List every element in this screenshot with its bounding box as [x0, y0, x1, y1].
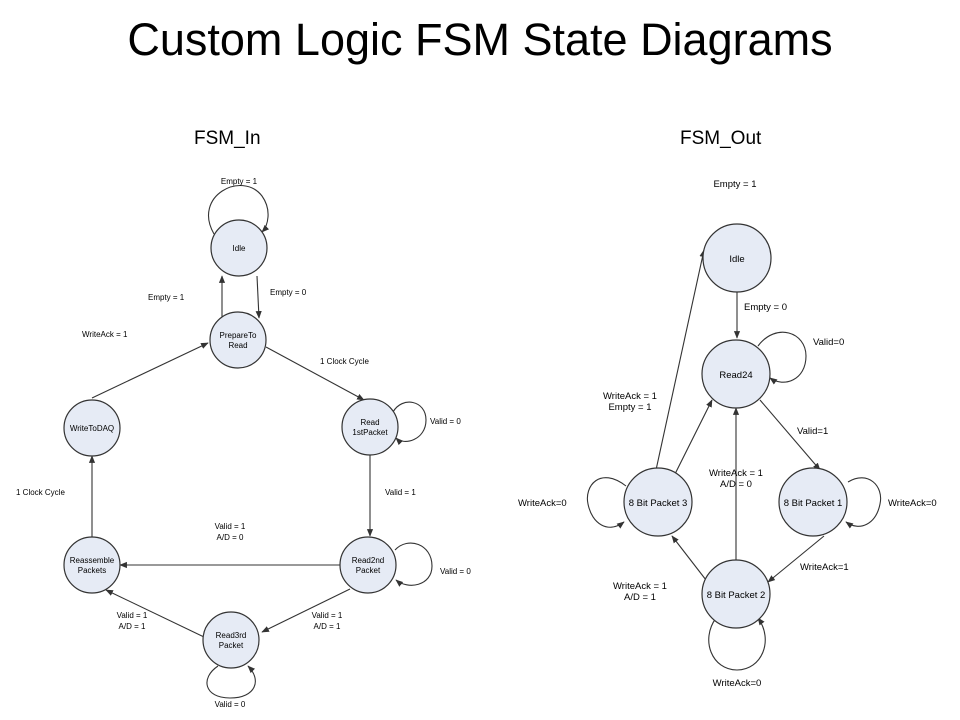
- page-title: Custom Logic FSM State Diagrams: [127, 14, 833, 65]
- edge-out-p3-self: [586, 477, 627, 529]
- state-read-3rd-packet: Read3rd Packet: [202, 611, 260, 669]
- state-read1-label-2: 1stPacket: [352, 428, 388, 437]
- label-out-p2-to-read24-1: WriteAck = 1: [709, 468, 763, 479]
- label-out-p3-self: WriteAck=0: [518, 498, 567, 509]
- label-read2-to-read3-1: Valid = 1: [312, 611, 343, 620]
- state-read-1st-packet: Read 1stPacket: [341, 398, 399, 456]
- state-read1-label-1: Read: [360, 418, 379, 427]
- label-prepare-to-idle: Empty = 1: [148, 293, 185, 302]
- state-out-p1-label: 8 Bit Packet 1: [784, 498, 843, 509]
- label-read2-to-reassemble-1: Valid = 1: [215, 522, 246, 531]
- state-out-read24: Read24: [701, 339, 771, 409]
- state-reassemble-packets: Reassemble Packets: [63, 536, 121, 594]
- state-idle-label: Idle: [233, 244, 246, 253]
- label-out-idle-self: Empty = 1: [713, 179, 756, 190]
- label-clock-cycle-1: 1 Clock Cycle: [320, 357, 369, 366]
- state-out-idle-label: Idle: [729, 254, 744, 265]
- label-clock-cycle-2: 1 Clock Cycle: [16, 488, 65, 497]
- state-reassemble-label-1: Reassemble: [70, 556, 115, 565]
- label-idle-self: Empty = 1: [221, 177, 258, 186]
- edge-read2-to-read3: [261, 588, 351, 633]
- edge-out-p3-to-idle: [655, 249, 706, 471]
- edge-idle-self: [207, 185, 270, 235]
- state-read-2nd-packet: Read2nd Packet: [339, 536, 397, 594]
- label-idle-to-prepare: Empty = 0: [270, 288, 307, 297]
- edge-out-read24-self: [757, 331, 807, 385]
- state-out-p2-label: 8 Bit Packet 2: [707, 590, 766, 601]
- state-out-read24-label: Read24: [719, 370, 752, 381]
- label-writeack: WriteAck = 1: [82, 330, 128, 339]
- state-out-8bit-packet-1: 8 Bit Packet 1: [778, 467, 848, 537]
- state-writetodaq-label: WriteToDAQ: [70, 424, 114, 433]
- label-read2-to-reassemble-2: A/D = 0: [217, 533, 244, 542]
- state-idle: Idle: [210, 219, 268, 277]
- edge-read2-self: [394, 542, 433, 587]
- fsm-in-diagram: Idle PrepareTo Read WriteToDAQ Read 1stP…: [16, 177, 471, 709]
- label-read2-to-read3-2: A/D = 1: [314, 622, 341, 631]
- edge-read3-self: [206, 665, 256, 699]
- state-prepare-label-1: PrepareTo: [220, 331, 257, 340]
- label-out-p2-to-p3-2: A/D = 1: [624, 592, 656, 603]
- label-out-p3-to-idle-1: WriteAck = 1: [603, 391, 657, 402]
- state-reassemble-label-2: Packets: [78, 566, 106, 575]
- label-read1-to-read2: Valid = 1: [385, 488, 416, 497]
- edge-out-p2-to-p3: [671, 535, 707, 581]
- label-out-read24-self: Valid=0: [813, 337, 844, 348]
- state-out-p3-label: 8 Bit Packet 3: [629, 498, 688, 509]
- state-prepare-label-2: Read: [228, 341, 247, 350]
- edge-out-p3-to-read24: [674, 399, 713, 475]
- label-out-read24-to-p1: Valid=1: [797, 426, 828, 437]
- edge-out-p1-self: [845, 477, 882, 529]
- edge-out-read24-to-p1: [759, 399, 821, 471]
- label-read2-self: Valid = 0: [440, 567, 471, 576]
- state-read2-label-2: Packet: [356, 566, 381, 575]
- edge-out-p1-to-p2: [767, 535, 825, 583]
- label-read3-self: Valid = 0: [215, 700, 246, 709]
- fsm-out-title: FSM_Out: [680, 128, 762, 149]
- state-read3-label-1: Read3rd: [216, 631, 247, 640]
- edge-idle-to-prepare: [255, 275, 262, 319]
- state-writetodaq: WriteToDAQ: [63, 399, 121, 457]
- label-out-p1-self: WriteAck=0: [888, 498, 937, 509]
- edge-writetodaq-to-prepare: [91, 342, 209, 399]
- label-out-p2-self: WriteAck=0: [713, 678, 762, 689]
- state-out-8bit-packet-3: 8 Bit Packet 3: [623, 467, 693, 537]
- label-out-p3-to-idle-2: Empty = 1: [608, 402, 651, 413]
- edge-out-p2-self: [708, 617, 766, 671]
- edge-read1-self: [392, 401, 427, 446]
- label-read1-self: Valid = 0: [430, 417, 461, 426]
- label-out-p1-to-p2: WriteAck=1: [800, 562, 849, 573]
- edge-prepare-to-read1: [265, 346, 365, 401]
- label-read3-to-reassemble-1: Valid = 1: [117, 611, 148, 620]
- fsm-out-diagram: Idle Read24 8 Bit Packet 1 8 Bit Packet …: [518, 179, 937, 689]
- fsm-in-title: FSM_In: [194, 128, 261, 149]
- state-prepare-to-read: PrepareTo Read: [209, 311, 267, 369]
- state-read3-label-2: Packet: [219, 641, 244, 650]
- state-read2-label-1: Read2nd: [352, 556, 384, 565]
- label-read3-to-reassemble-2: A/D = 1: [119, 622, 146, 631]
- edge-read3-to-reassemble: [105, 589, 205, 638]
- label-out-p2-to-p3-1: WriteAck = 1: [613, 581, 667, 592]
- label-out-idle-to-read24: Empty = 0: [744, 302, 787, 313]
- state-out-8bit-packet-2: 8 Bit Packet 2: [701, 559, 771, 629]
- state-out-idle: Idle: [702, 223, 772, 293]
- label-out-p2-to-read24-2: A/D = 0: [720, 479, 752, 490]
